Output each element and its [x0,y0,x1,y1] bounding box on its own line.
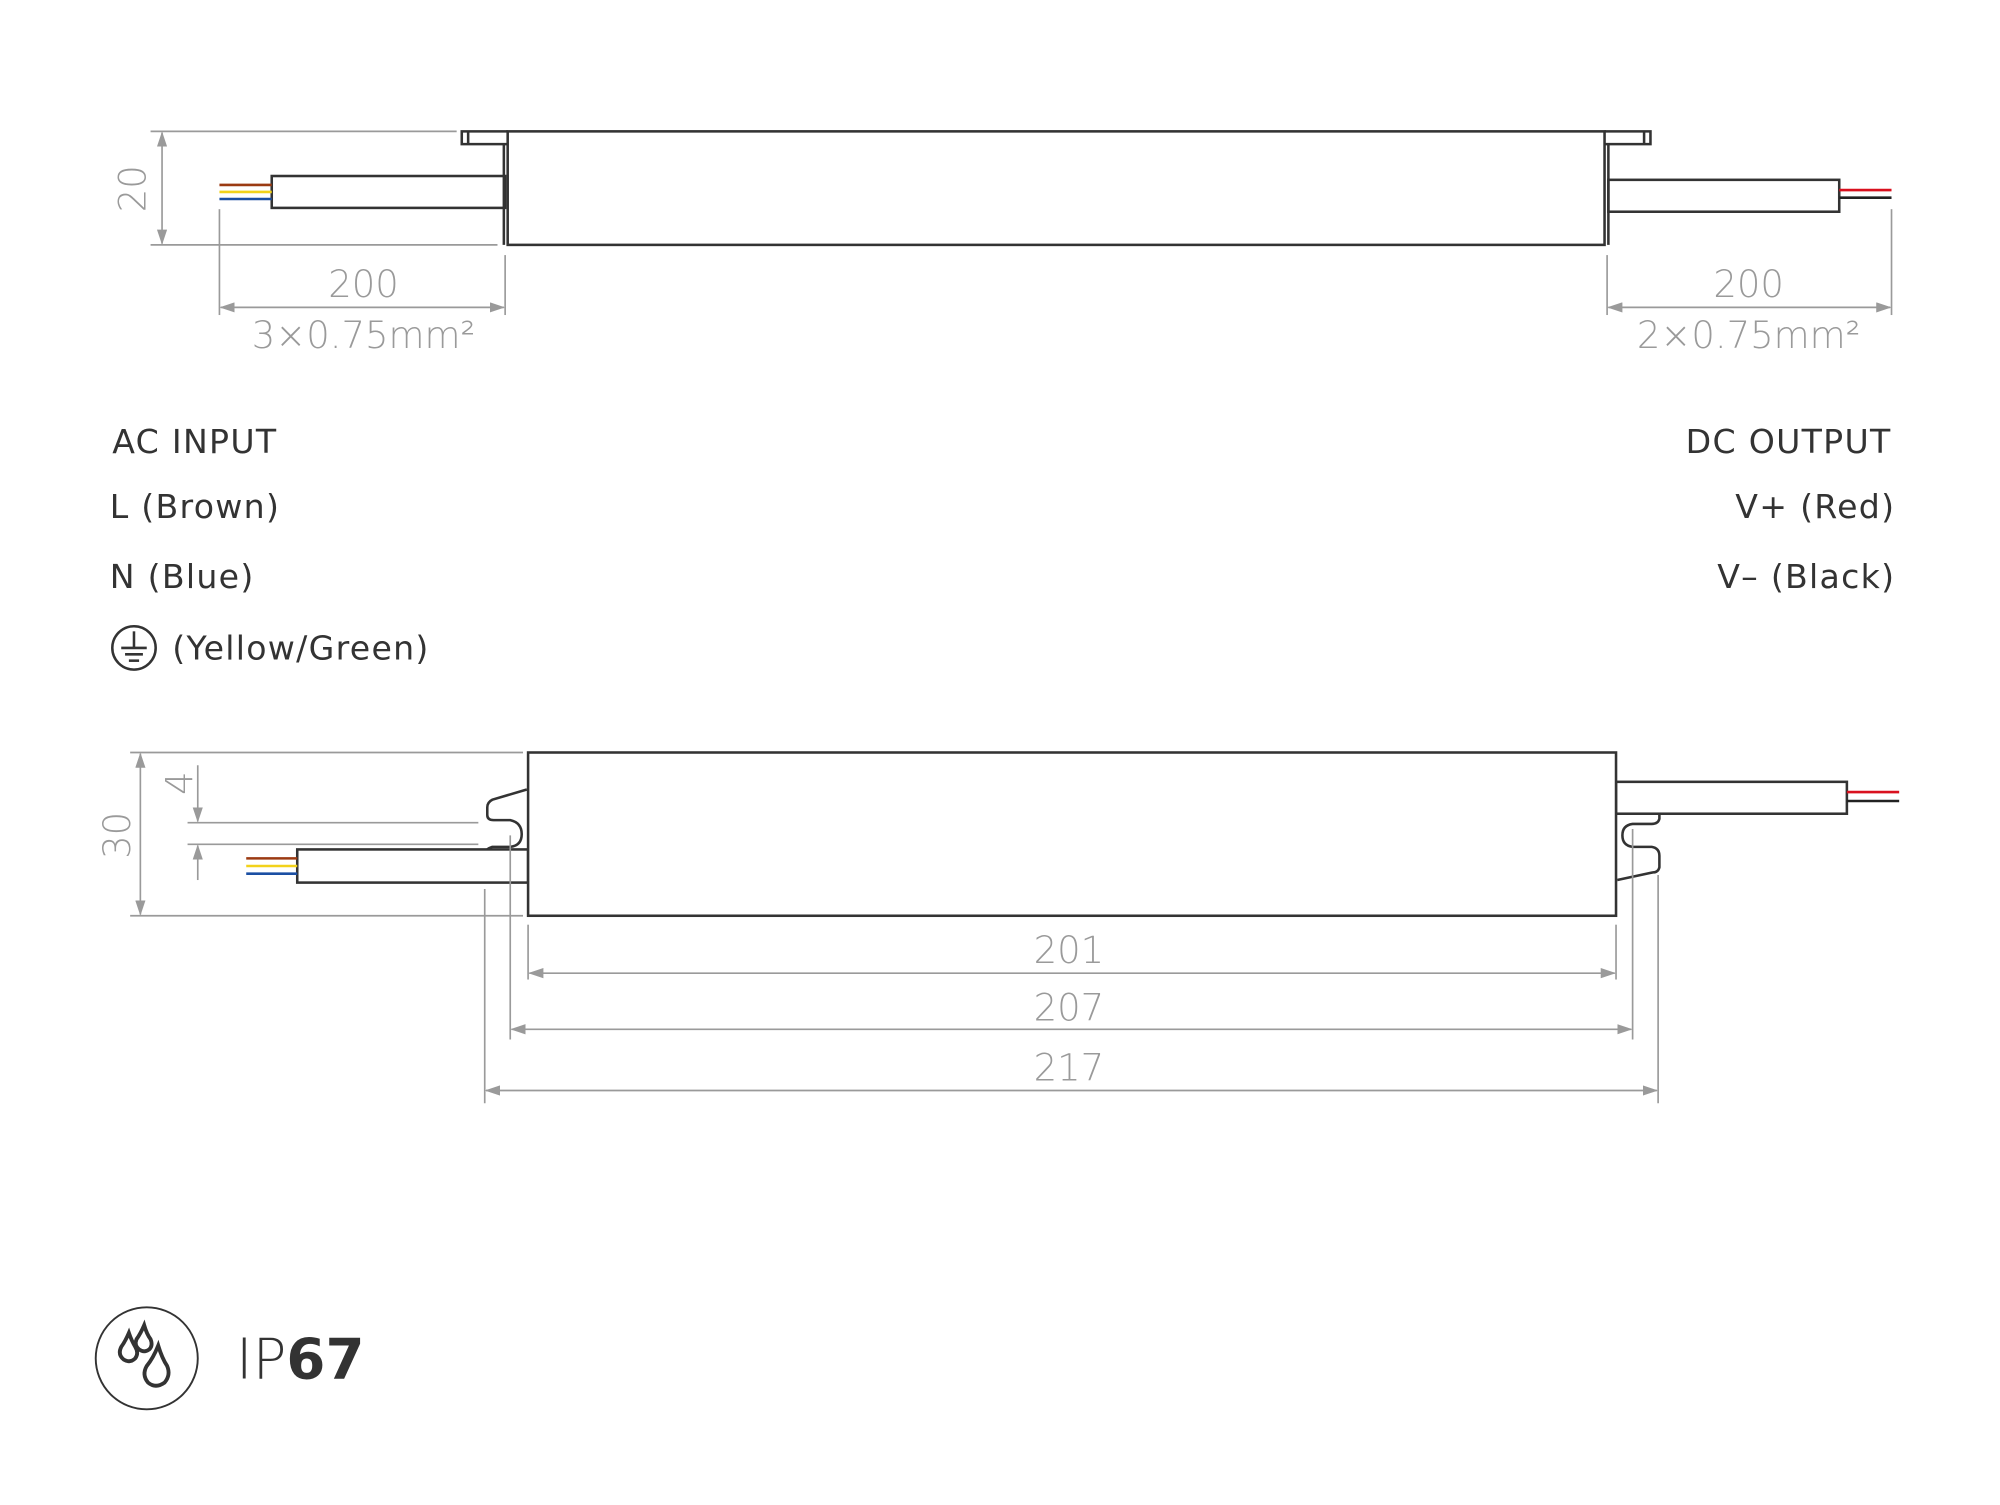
top-height-label: 20 [111,165,154,212]
input-cable [270,174,507,210]
top-view: 20 200 3×0.75mm² 200 2×0.75mm² [111,130,1893,357]
body-length-label: 201 [1034,929,1105,972]
side-view: 30 4 201 207 217 [96,751,1900,1104]
ip-badge-circle [94,1306,199,1411]
side-height-label: 30 [96,812,139,859]
output-negative-label: V– (Black) [1717,557,1895,596]
ip-rating-label: IP67 [236,1328,364,1393]
output-positive-label: V+ (Red) [1735,487,1895,526]
housing-body-side [526,751,1618,918]
right-flange [1604,130,1652,146]
output-cable-side [1614,780,1849,815]
input-cable-side [295,848,530,884]
right-mounting-clip [1617,812,1661,882]
output-cable-length: 200 [1713,263,1784,306]
total-length-label: 217 [1034,1046,1105,1089]
ip-rating: IP67 [94,1306,365,1411]
input-cable-length: 200 [328,263,399,306]
input-neutral-label: N (Blue) [110,557,255,596]
output-cable-spec: 2×0.75mm² [1637,314,1861,357]
input-cable-spec: 3×0.75mm² [252,314,476,357]
housing-body [506,130,1606,247]
output-cable [1607,178,1841,213]
water-drops-icon [117,1319,171,1388]
ac-input-title: AC INPUT [112,422,277,461]
slot-dim-label: 4 [159,771,202,795]
input-line-label: L (Brown) [110,487,280,526]
left-flange [460,130,508,146]
dc-output-title: DC OUTPUT [1686,422,1892,461]
wiring-legend: AC INPUT L (Brown) N (Blue) (Yellow/Gree… [110,422,1895,671]
ground-icon [111,624,157,671]
mounting-length-label: 207 [1034,986,1105,1029]
left-mounting-clip [486,788,528,851]
input-earth-label: (Yellow/Green) [172,628,429,667]
